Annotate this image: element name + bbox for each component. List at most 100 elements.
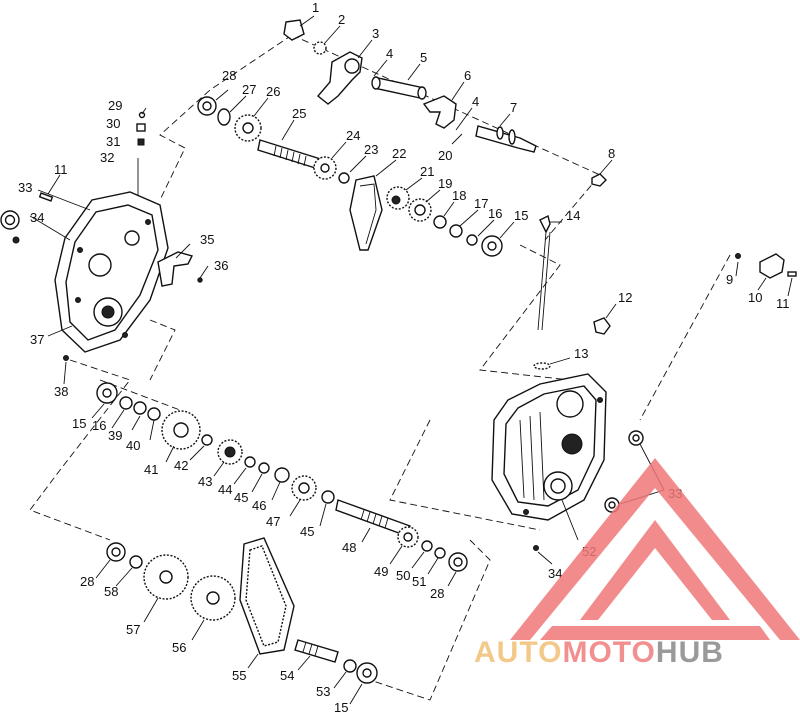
callout-20: 20 <box>438 148 452 163</box>
gear-47 <box>291 475 317 501</box>
callout-33: 33 <box>18 180 32 195</box>
callout-15: 15 <box>334 700 348 713</box>
gear-19 <box>408 198 432 222</box>
callout-54: 54 <box>280 668 294 683</box>
oring-13 <box>533 362 551 370</box>
assembly-guide-lines <box>29 34 731 701</box>
bearing-28c <box>106 542 126 562</box>
ring-16a <box>466 234 478 246</box>
ring-42 <box>201 434 213 446</box>
bearing-15c <box>356 662 378 684</box>
callout-41: 41 <box>144 462 158 477</box>
washer-45a <box>258 462 270 474</box>
shaft-54 <box>294 639 339 663</box>
washer-58 <box>129 555 143 569</box>
cover-10 <box>735 253 797 279</box>
ring-16b <box>119 396 133 410</box>
middle-shaft-assembly <box>96 382 468 572</box>
callout-38: 38 <box>54 384 68 399</box>
callout-27: 27 <box>242 82 256 97</box>
callout-16: 16 <box>92 418 106 433</box>
callout-7: 7 <box>510 100 517 115</box>
washer-46 <box>274 467 290 483</box>
callout-3: 3 <box>372 26 379 41</box>
washer-18 <box>433 215 447 229</box>
callout-47: 47 <box>266 514 280 529</box>
callout-2: 2 <box>338 12 345 27</box>
callout-14: 14 <box>566 208 580 223</box>
callout-11: 11 <box>54 162 68 177</box>
callout-4: 4 <box>386 46 393 61</box>
callout-16: 16 <box>488 206 502 221</box>
callout-45: 45 <box>234 490 248 505</box>
callout-12: 12 <box>618 290 632 305</box>
bearing-15a <box>481 235 503 257</box>
dipstick-14 <box>537 214 551 331</box>
callout-22: 22 <box>392 146 406 161</box>
washer-17 <box>449 224 463 238</box>
callout-50: 50 <box>396 568 410 583</box>
watermark-text: AUTOMOTOHUB <box>474 636 724 669</box>
sprocket-21 <box>386 186 410 210</box>
callout-44: 44 <box>218 482 232 497</box>
callout-30: 30 <box>106 116 120 131</box>
callout-5: 5 <box>420 50 427 65</box>
callout-34: 34 <box>548 566 562 581</box>
callout-49: 49 <box>374 564 388 579</box>
plug-12 <box>593 317 611 335</box>
watermark-part-auto: AUTO <box>474 636 562 669</box>
washer-51 <box>434 547 446 559</box>
chain-55 <box>239 537 295 655</box>
callout-48: 48 <box>342 540 356 555</box>
gear-56 <box>190 575 236 621</box>
gear-49 <box>397 526 419 548</box>
callout-15: 15 <box>72 416 86 431</box>
bearing-28-top <box>197 96 217 116</box>
callout-23: 23 <box>364 142 378 157</box>
sprocket-43 <box>217 439 243 465</box>
clip-53 <box>343 659 357 673</box>
callout-42: 42 <box>174 458 188 473</box>
right-case-half <box>491 373 607 521</box>
callout-13: 13 <box>574 346 588 361</box>
left-case-half <box>54 191 169 353</box>
left-case-seal <box>0 210 20 230</box>
watermark-part-hub: HUB <box>656 636 724 669</box>
belt-22 <box>349 175 383 251</box>
nut-8 <box>591 173 607 187</box>
washer-40 <box>147 407 161 421</box>
callout-24: 24 <box>346 128 360 143</box>
small-hardware-left <box>12 111 146 361</box>
upper-shaft-assembly <box>197 19 797 370</box>
leader-lines <box>29 15 793 705</box>
bearing-15b <box>96 382 118 404</box>
spring-2 <box>313 41 327 55</box>
callout-56: 56 <box>172 640 186 655</box>
callout-43: 43 <box>198 474 212 489</box>
callout-36: 36 <box>214 258 228 273</box>
callout-26: 26 <box>266 84 280 99</box>
shift-fork-6 <box>422 95 457 129</box>
watermark-triangle-logo <box>510 458 800 640</box>
callout-34: 34 <box>30 210 44 225</box>
callout-19: 19 <box>438 176 452 191</box>
washer-27 <box>217 108 231 126</box>
callout-8: 8 <box>608 146 615 161</box>
callout-6: 6 <box>464 68 471 83</box>
callout-51: 51 <box>412 574 426 589</box>
shift-shaft-5 <box>371 76 427 100</box>
callout-10: 10 <box>748 290 762 305</box>
shaft-48 <box>335 499 411 537</box>
callout-57: 57 <box>126 622 140 637</box>
gear-41 <box>161 410 201 450</box>
callout-15: 15 <box>514 208 528 223</box>
input-shaft-7 <box>475 125 537 153</box>
callout-40: 40 <box>126 438 140 453</box>
callout-46: 46 <box>252 498 266 513</box>
washer-45b <box>321 490 335 504</box>
cap-1 <box>283 19 305 41</box>
callout-18: 18 <box>452 188 466 203</box>
callout-35: 35 <box>200 232 214 247</box>
callout-11: 11 <box>776 296 790 311</box>
